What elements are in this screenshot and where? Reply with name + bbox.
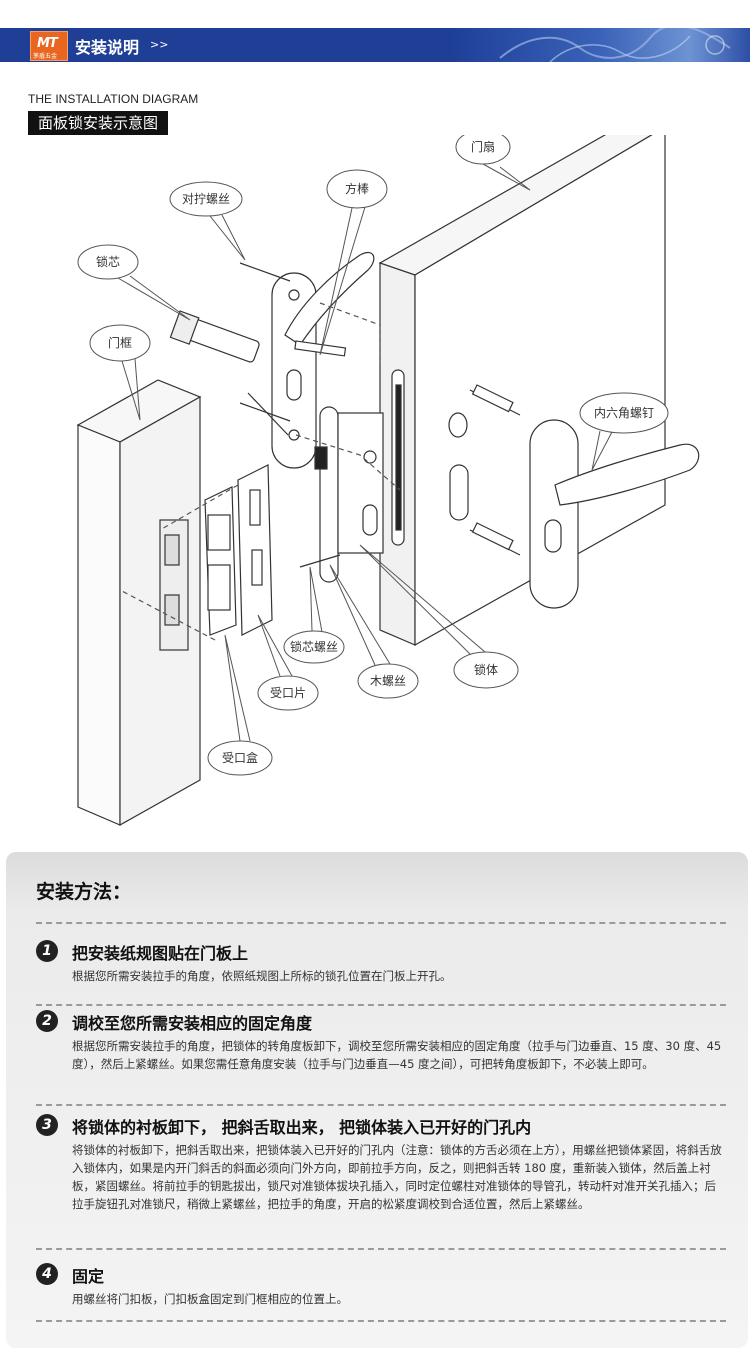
callout-lock-body bbox=[359, 544, 519, 689]
divider bbox=[36, 922, 726, 924]
label-door-frame: 门框 bbox=[108, 335, 132, 350]
installation-method-panel: 安装方法： 1 把安装纸规图贴在门板上 根据您所需安装拉手的角度，依照纸规图上所… bbox=[6, 852, 748, 1348]
step-heading: 将锁体的衬板卸下， 把斜舌取出来， 把锁体装入已开好的门孔内 bbox=[72, 1118, 532, 1137]
label-lock-body: 锁体 bbox=[474, 662, 498, 677]
diagram-title-en: THE INSTALLATION DIAGRAM bbox=[28, 92, 199, 106]
lock-exploded-view: 门扇 方棒 对拧螺丝 锁芯 门框 内六角螺钉 锁芯螺丝 受口片 木螺丝 锁体 受… bbox=[76, 135, 700, 827]
label-strike-plate: 受口片 bbox=[270, 686, 306, 700]
logo-mark: MT bbox=[37, 36, 58, 51]
step-heading: 把安装纸规图贴在门板上 bbox=[72, 944, 249, 963]
step-number: 1 bbox=[36, 940, 58, 962]
label-square-bar: 方棒 bbox=[345, 181, 369, 196]
label-core-screw: 锁芯螺丝 bbox=[290, 639, 338, 654]
label-hex-screw: 内六角螺钉 bbox=[594, 406, 654, 420]
step-number: 2 bbox=[36, 1010, 58, 1032]
step-body: 用螺丝将门扣板，门扣板盒固定到门框相应的位置上。 bbox=[72, 1292, 348, 1306]
callout-core-screw bbox=[283, 566, 345, 664]
label-door-leaf: 门扇 bbox=[471, 139, 495, 154]
door-frame-illustration bbox=[76, 379, 202, 827]
label-strike-box: 受口盒 bbox=[222, 750, 258, 765]
label-wood-screw: 木螺丝 bbox=[370, 674, 406, 688]
counter-screws-illustration bbox=[239, 262, 291, 436]
divider bbox=[36, 1104, 726, 1106]
door-leaf-illustration bbox=[378, 135, 666, 647]
step-number: 3 bbox=[36, 1114, 58, 1136]
step-heading: 调校至您所需安装相应的固定角度 bbox=[72, 1014, 313, 1033]
callout-square-bar bbox=[319, 169, 388, 356]
callout-counter-screw bbox=[169, 181, 246, 261]
decorative-swirl bbox=[499, 28, 731, 62]
logo-subtext: 茅盾五金 bbox=[33, 53, 58, 60]
callouts bbox=[77, 135, 669, 776]
step-body: 根据您所需安装拉手的角度，依照纸规图上所标的锁孔位置在门板上开孔。 bbox=[72, 969, 452, 983]
step-number: 4 bbox=[36, 1263, 58, 1285]
assembly-guide-lines bbox=[119, 302, 401, 641]
strike-plate-illustration bbox=[204, 464, 273, 636]
method-title: 安装方法： bbox=[36, 881, 132, 903]
lock-body-illustration bbox=[299, 406, 384, 583]
callout-hex-screw bbox=[579, 392, 669, 471]
callout-strike-plate bbox=[257, 614, 319, 711]
installation-diagram: 门扇 方棒 对拧螺丝 锁芯 门框 内六角螺钉 锁芯螺丝 受口片 木螺丝 锁体 受… bbox=[0, 135, 750, 835]
front-handle-illustration bbox=[271, 251, 375, 469]
brand-logo: MT 茅盾五金 bbox=[30, 31, 68, 61]
divider bbox=[36, 1320, 726, 1322]
step-body: 根据您所需安装拉手的角度，把锁体的转角度板卸下，调校至您所需安装相应的固定角度（… bbox=[72, 1039, 722, 1071]
callout-lock-core bbox=[77, 244, 191, 321]
header-arrows: >> bbox=[150, 38, 169, 51]
diagram-title-cn: 面板锁安装示意图 bbox=[28, 111, 169, 135]
step-body: 将锁体的衬板卸下，把斜舌取出来，把锁体装入已开好的门孔内（注意：锁体的方舌必须在… bbox=[72, 1143, 722, 1211]
callout-strike-box bbox=[207, 634, 273, 776]
callout-door-leaf bbox=[455, 135, 531, 191]
header-title: 安装说明 bbox=[75, 38, 140, 57]
label-lock-core: 锁芯 bbox=[96, 254, 120, 269]
divider bbox=[36, 1004, 726, 1006]
label-counter-screw: 对拧螺丝 bbox=[182, 192, 230, 206]
lock-cylinder-illustration bbox=[169, 310, 260, 363]
callout-wood-screw bbox=[329, 564, 419, 699]
callout-door-frame bbox=[89, 324, 151, 421]
back-handle-illustration bbox=[469, 384, 700, 609]
divider bbox=[36, 1248, 726, 1250]
header-bar: MT 茅盾五金 安装说明 >> bbox=[0, 28, 750, 62]
step-heading: 固定 bbox=[72, 1267, 105, 1286]
callout-labels: 门扇 方棒 对拧螺丝 锁芯 门框 内六角螺钉 锁芯螺丝 受口片 木螺丝 锁体 受… bbox=[96, 139, 654, 765]
